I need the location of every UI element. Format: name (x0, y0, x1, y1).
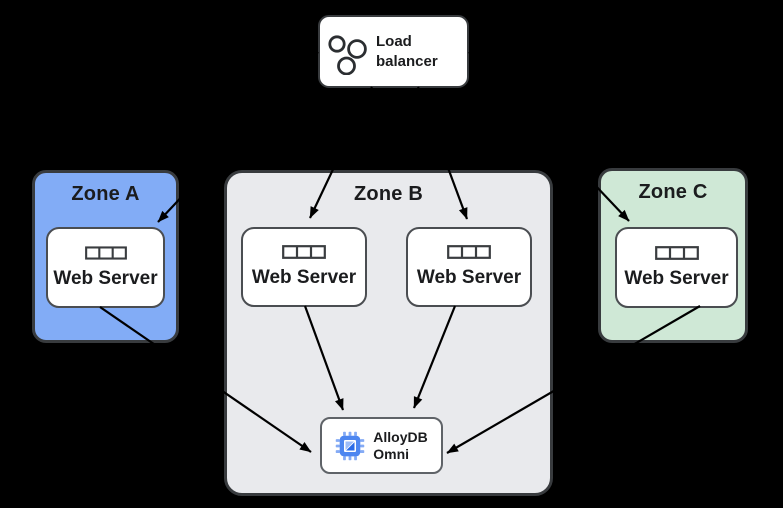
zone-b-web-server-1-node: Web Server (241, 227, 367, 307)
server-icon (282, 245, 326, 259)
zone-b: Zone B Web Server Web Server (224, 170, 553, 496)
load-balancer-circles-icon (328, 34, 367, 75)
zone-a-web-server-node: Web Server (46, 227, 165, 308)
zone-c-web-server-node: Web Server (615, 227, 738, 308)
load-balancer-node: Load balancer (318, 15, 469, 88)
load-balancer-label: Load balancer (376, 32, 438, 70)
zone-b-title: Zone B (354, 183, 423, 205)
alloydb-omni-node: AlloyDB Omni (320, 417, 443, 474)
zone-c-title: Zone C (638, 181, 708, 203)
web-server-label: Web Server (251, 267, 357, 288)
chip-icon (336, 431, 365, 460)
web-server-label: Web Server (624, 267, 729, 289)
zone-c: Zone C Web Server (598, 168, 748, 343)
server-icon (447, 245, 491, 259)
server-icon (84, 245, 127, 260)
server-icon (654, 245, 699, 260)
zone-a-title: Zone A (71, 183, 140, 205)
zone-b-web-server-2-node: Web Server (406, 227, 532, 307)
zone-a: Zone A Web Server (32, 170, 179, 343)
web-server-label: Web Server (416, 267, 522, 288)
alloydb-omni-label: AlloyDB Omni (373, 428, 428, 462)
web-server-label: Web Server (53, 267, 158, 289)
